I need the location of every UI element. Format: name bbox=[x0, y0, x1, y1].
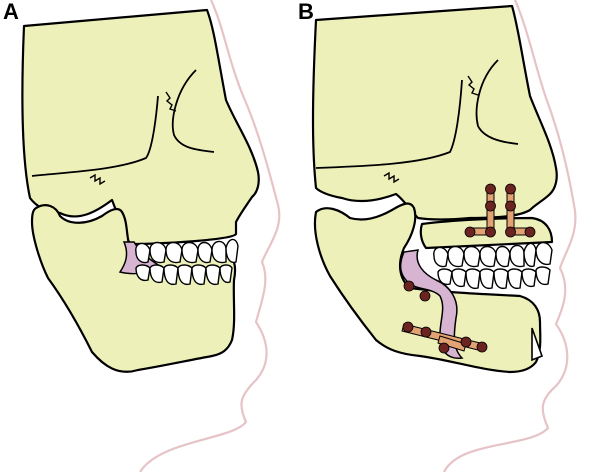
panel-b-lower-teeth bbox=[437, 266, 551, 290]
panel-b-label: B bbox=[298, 0, 314, 24]
panel-b-ramus-screws bbox=[403, 280, 431, 302]
panel-a-orbit-line bbox=[171, 69, 215, 153]
screw bbox=[464, 226, 476, 238]
panel-b-cranial-line bbox=[315, 79, 463, 169]
panel-b-maxillary-plates bbox=[464, 183, 536, 238]
panel-b-upper-teeth bbox=[433, 241, 553, 268]
screw bbox=[505, 226, 516, 238]
panel-a-suture-top bbox=[165, 91, 177, 112]
panel-b-illustration bbox=[311, 0, 577, 472]
panel-a-cranial-line bbox=[31, 95, 159, 177]
panel-b-suture-mid bbox=[383, 171, 400, 184]
panel-a-skull bbox=[21, 8, 260, 246]
panel-b-skull bbox=[311, 4, 558, 221]
screw bbox=[524, 226, 536, 238]
screw bbox=[403, 280, 415, 292]
panel-b-soft-tissue-profile bbox=[443, 0, 577, 472]
panel-b-orbit-line bbox=[475, 59, 519, 145]
screw bbox=[460, 336, 472, 348]
screw bbox=[505, 183, 516, 195]
panel-a-lower-teeth bbox=[135, 264, 233, 286]
panel-b-mandible-plate bbox=[401, 321, 488, 354]
panel-b-mandible bbox=[313, 202, 542, 374]
screw bbox=[419, 290, 431, 302]
screw bbox=[485, 183, 496, 195]
screw bbox=[402, 321, 414, 333]
screw bbox=[420, 326, 432, 338]
plate-mandible-extension bbox=[437, 335, 467, 352]
panel-a-illustration bbox=[21, 0, 281, 472]
screw bbox=[485, 200, 496, 212]
screw bbox=[505, 200, 516, 212]
screw bbox=[485, 226, 496, 238]
panel-a-mandible bbox=[30, 204, 237, 373]
panel-a-suture-mid bbox=[89, 173, 106, 186]
screw bbox=[476, 341, 488, 353]
panel-b-suture-top bbox=[467, 75, 479, 96]
panel-a-soft-tissue-profile bbox=[139, 0, 281, 472]
panel-a-upper-teeth bbox=[135, 238, 239, 264]
screw bbox=[438, 342, 450, 354]
panel-a-label: A bbox=[3, 0, 19, 24]
panel-b-chin-wedge bbox=[531, 327, 544, 362]
